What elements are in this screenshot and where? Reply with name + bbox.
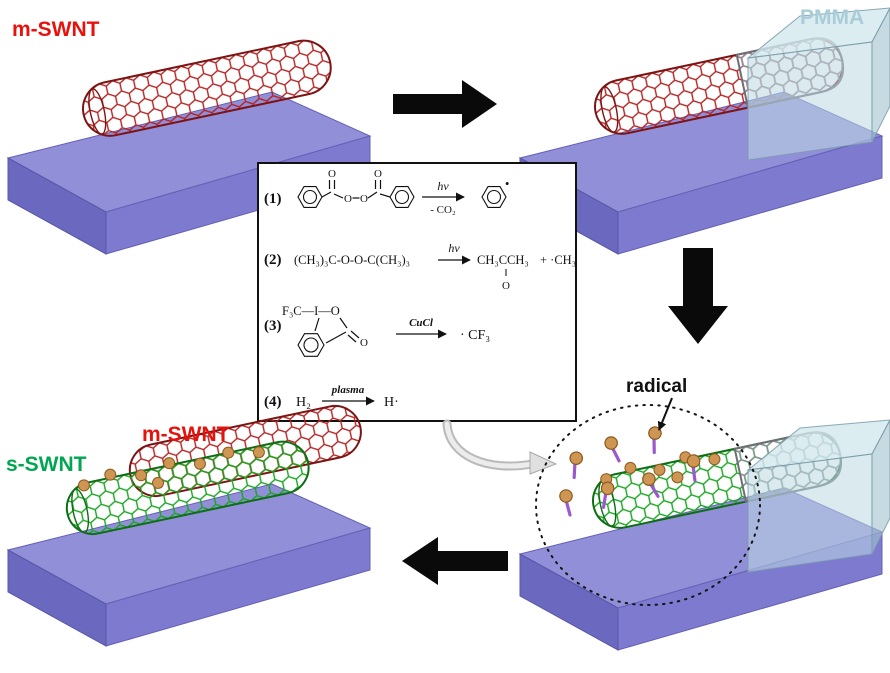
reaction-4-number: (4) [264, 394, 282, 410]
functional-group-dot [653, 463, 666, 476]
radical-molecule [562, 448, 586, 480]
tube-end-rim [600, 86, 619, 133]
functional-group-dot [252, 446, 265, 459]
oxygen-atom: O [374, 168, 382, 180]
oxygen-atom: O [360, 337, 368, 349]
benzene-ring [297, 186, 323, 208]
pmma-label: PMMA [800, 6, 864, 29]
radical-molecule [602, 434, 623, 465]
condition-minus-co2: - CO₂ [430, 204, 456, 216]
product-h-radical: H· [384, 395, 399, 410]
product-ketone: CH₃CCH₃ [477, 253, 529, 267]
reaction-4: (4) H₂ plasma H· [264, 384, 399, 410]
radical-label: radical [626, 376, 687, 397]
pmma-block-top [746, 7, 890, 161]
product-methyl-radical: + ·CH₃ [540, 253, 576, 267]
radical-dot: • [505, 177, 509, 191]
functional-group-dot [671, 471, 684, 484]
s-swnt-label-bottom: s-SWNT [6, 453, 87, 476]
pmma-front-face [747, 453, 873, 573]
process-arrow-down-icon [668, 248, 728, 344]
functional-group-dot [163, 457, 176, 470]
product-cf3-radical: · CF₃ [460, 328, 490, 343]
functional-group-dot [77, 479, 90, 492]
oxygen-atom: O [344, 193, 352, 205]
aromatic-circle [303, 337, 319, 353]
reaction-3: (3) F₃C—I—O O CuCl · CF₃ [264, 304, 490, 357]
reaction-3-number: (3) [264, 318, 282, 334]
reaction-scheme-box: (1) O O O O hv - CO₂ • ( [257, 162, 577, 422]
oxygen-atom: O [502, 280, 510, 292]
m-swnt-label-bottom: m-SWNT [142, 423, 230, 446]
process-arrow-left-icon [402, 537, 508, 585]
radical-molecule [558, 488, 574, 517]
functional-group-dot [222, 446, 235, 459]
condition-hv: hv [448, 241, 460, 255]
benzene-ring [481, 186, 507, 208]
s-swnt-nanotube-green-final [65, 440, 310, 536]
tube-end-rim [88, 88, 107, 135]
substrate-side-face [7, 549, 107, 647]
functional-group-dot [708, 453, 721, 466]
reactant-h2: H₂ [296, 395, 311, 410]
aromatic-circle [394, 189, 410, 205]
reaction-box-border [257, 162, 577, 422]
substrate-slab-bottom-left [6, 483, 372, 647]
process-arrow-right-icon [393, 80, 497, 128]
m-swnt-nanotube-red [82, 39, 332, 137]
transfer-arrow-curved [442, 419, 558, 475]
tube-end-rim [71, 488, 90, 533]
pmma-side-face [871, 419, 890, 555]
panel-bottom-right: radical [518, 376, 890, 651]
pmma-side-face [871, 7, 890, 143]
oxygen-atom: O [360, 193, 368, 205]
reactant-formula: (CH₃)₃C-O-O-C(CH₃)₃ [294, 253, 410, 267]
reaction-1: (1) O O O O hv - CO₂ • [264, 168, 509, 216]
reaction-1-number: (1) [264, 191, 282, 207]
reaction-2-number: (2) [264, 252, 282, 268]
radical-zone-dotted-circle [535, 404, 761, 606]
benzene-ring [297, 333, 325, 357]
aromatic-circle [302, 189, 318, 205]
condition-plasma: plasma [331, 384, 365, 396]
pmma-front-face [747, 41, 873, 161]
benzene-ring [389, 186, 415, 208]
substrate-side-face [7, 157, 107, 255]
reaction-2: (2) (CH₃)₃C-O-O-C(CH₃)₃ hv CH₃CCH₃ ‖ O +… [264, 241, 576, 292]
substrate-side-face [519, 553, 619, 651]
functional-group-dot [135, 469, 148, 482]
oxygen-atom: O [328, 168, 336, 180]
catalyst-cucl: CuCl [409, 317, 434, 329]
double-bond-mark: ‖ [504, 267, 507, 279]
panel-top-right: PMMA [518, 6, 890, 255]
functional-group-dot [152, 476, 165, 489]
functional-group-dot [193, 457, 206, 470]
condition-hv: hv [437, 179, 449, 193]
m-swnt-label-top: m-SWNT [12, 18, 100, 41]
functional-group-dot [104, 468, 117, 481]
radical-pointer-arrow [657, 397, 673, 431]
functional-group-dot [624, 461, 637, 474]
panel-bottom-left: m-SWNT s-SWNT [6, 404, 372, 647]
reagent-f3c-i-o: F₃C—I—O [282, 304, 340, 318]
pmma-block-bottom [746, 419, 890, 573]
aromatic-circle [486, 189, 502, 205]
